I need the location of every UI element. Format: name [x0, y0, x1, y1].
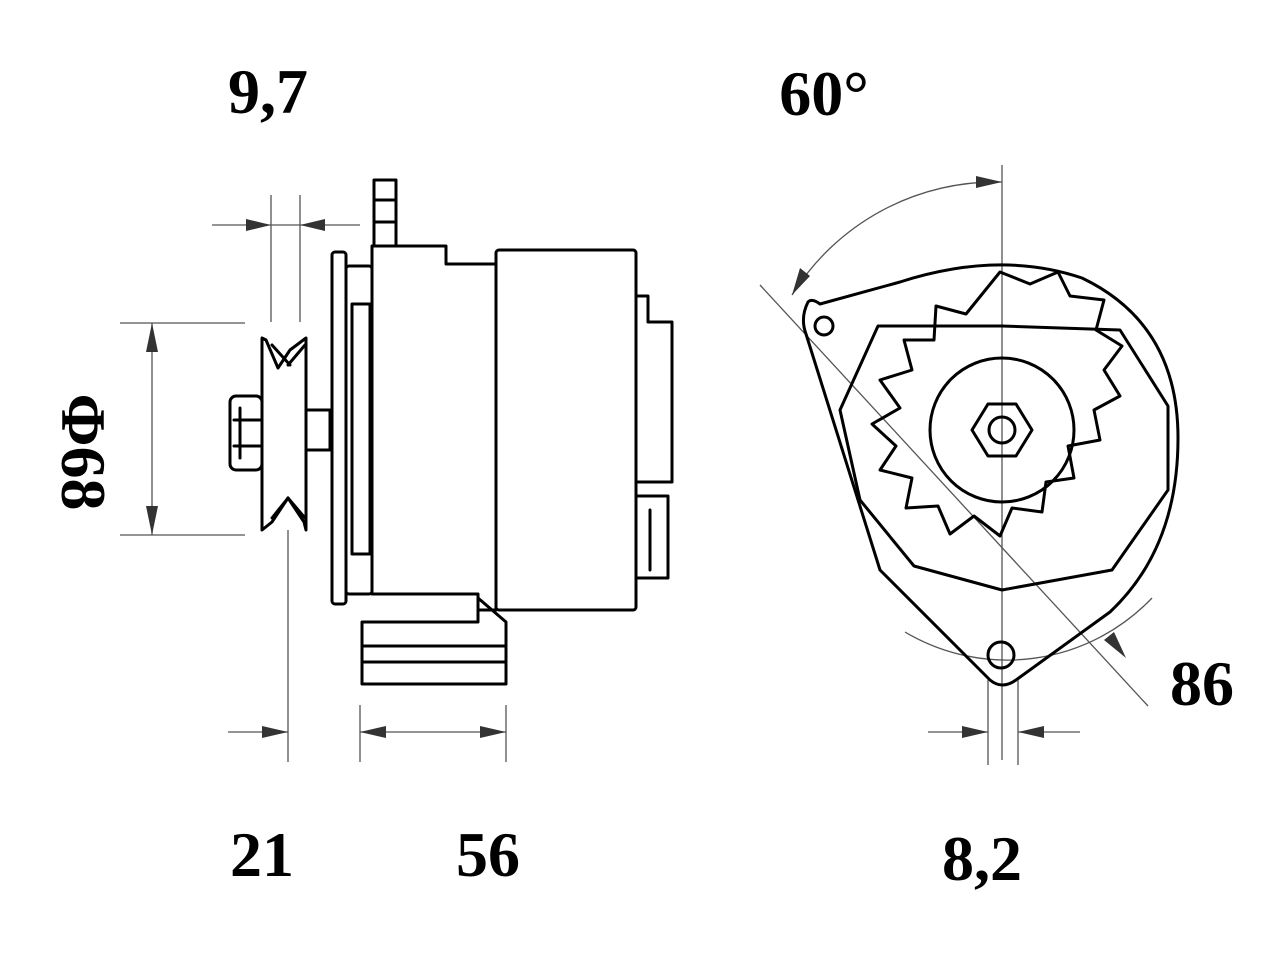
dimension-label-60-deg: 60°	[779, 58, 869, 129]
alternator-side-view	[228, 178, 674, 686]
dimension-lines-side	[120, 195, 507, 762]
dimension-label-56: 56	[456, 819, 520, 890]
dimension-label-8-2: 8,2	[942, 823, 1022, 894]
dimension-label-86: 86	[1170, 648, 1234, 719]
dimension-label-9-7: 9,7	[228, 56, 308, 127]
dimension-label-phi-68: Φ68	[48, 393, 119, 510]
dimension-lines-front	[928, 680, 1080, 765]
dimension-label-21: 21	[230, 819, 294, 890]
alternator-front-view	[759, 165, 1180, 760]
